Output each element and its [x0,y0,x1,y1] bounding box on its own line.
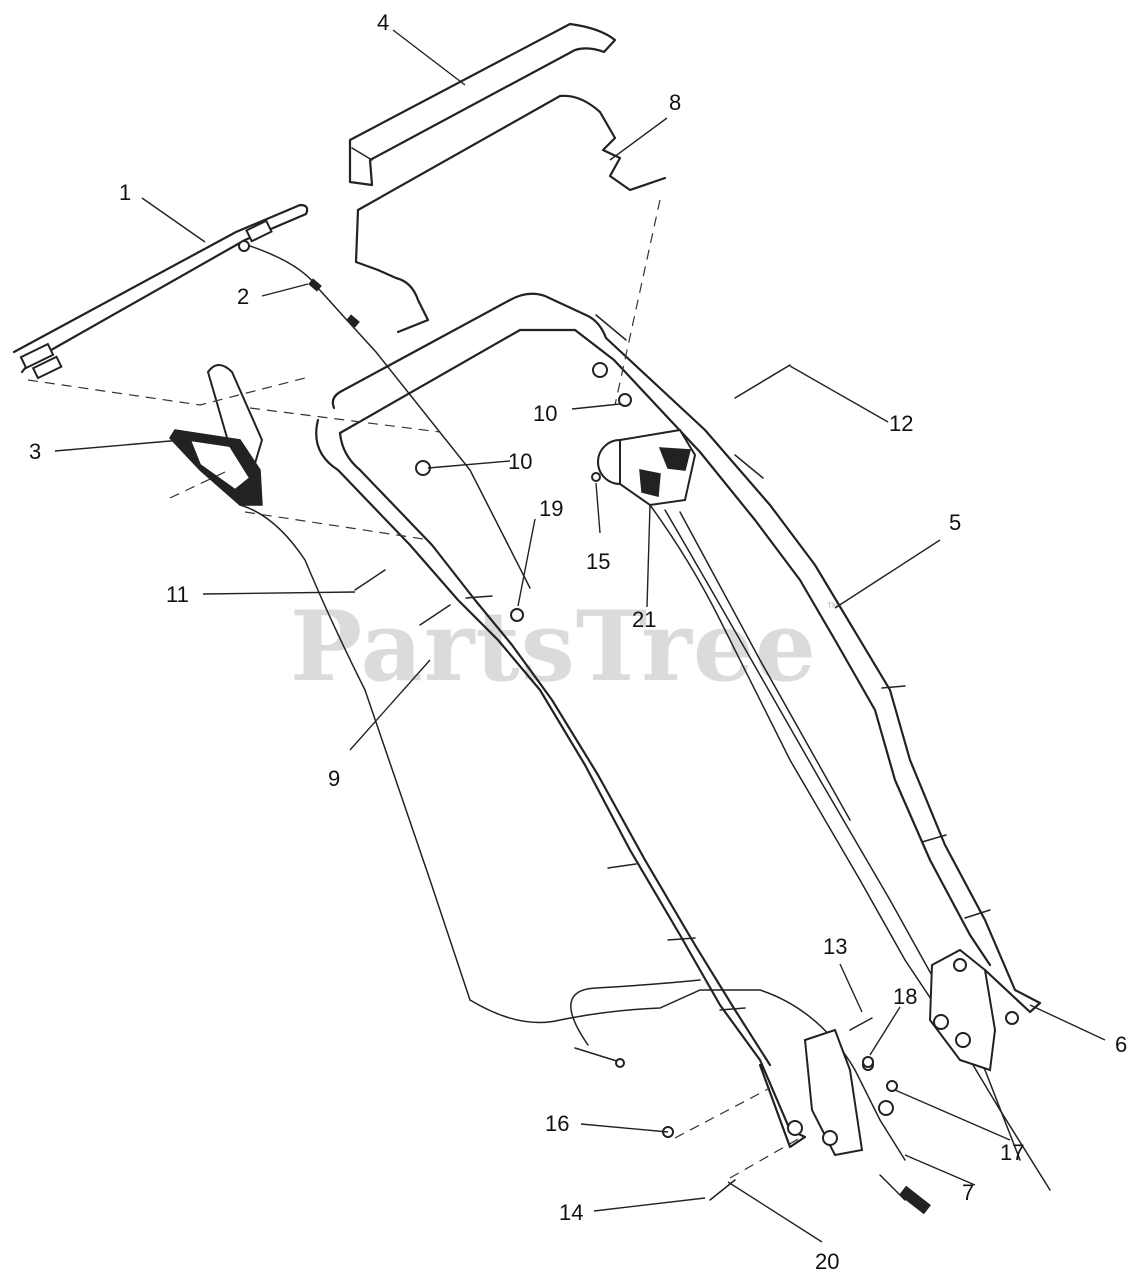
part-5-upper-handle [315,292,1042,1149]
callout-5: 5 [949,510,961,535]
callout-3: 3 [29,439,41,464]
callout-15: 15 [586,549,610,574]
callout-17: 17 [1000,1140,1024,1165]
callout-18: 18 [893,984,917,1009]
fastener-parts [354,362,874,1201]
part-21-engine-control [597,428,1051,1191]
part-3-control-lever [169,364,471,1001]
assembly-dashed-lines [27,199,801,1179]
callout-7: 7 [962,1180,974,1205]
callout-13: 13 [823,934,847,959]
callout-19: 19 [539,496,563,521]
callout-20: 20 [815,1249,839,1274]
part-8-bail-wire [354,94,667,334]
watermark-text: PartsTree [290,590,817,703]
callout-6: 6 [1115,1032,1127,1057]
callout-12: 12 [889,411,913,436]
callout-16: 16 [545,1111,569,1136]
callout-8: 8 [669,90,681,115]
watermark-trademark: ™ [826,599,840,615]
callout-2: 2 [237,284,249,309]
part-7-cable-fitting [879,1174,931,1215]
callout-14: 14 [559,1200,583,1225]
callout-1: 1 [119,180,131,205]
part-6-lower-bracket [928,948,1019,1072]
callout-11: 11 [166,582,189,607]
leader-lines [54,29,1106,1243]
callout-9: 9 [328,766,340,791]
callout-21: 21 [632,607,656,632]
part-1-control-bar [12,203,309,380]
callout-4: 4 [377,10,389,35]
part-4-handle-grip [348,22,617,187]
callout-10-upper: 10 [533,401,557,426]
callout-labels: 1 2 3 4 5 6 7 8 9 10 10 11 12 13 14 15 1… [29,10,1127,1274]
part-2-brake-cable [238,240,531,589]
callout-10-lower: 10 [508,449,532,474]
